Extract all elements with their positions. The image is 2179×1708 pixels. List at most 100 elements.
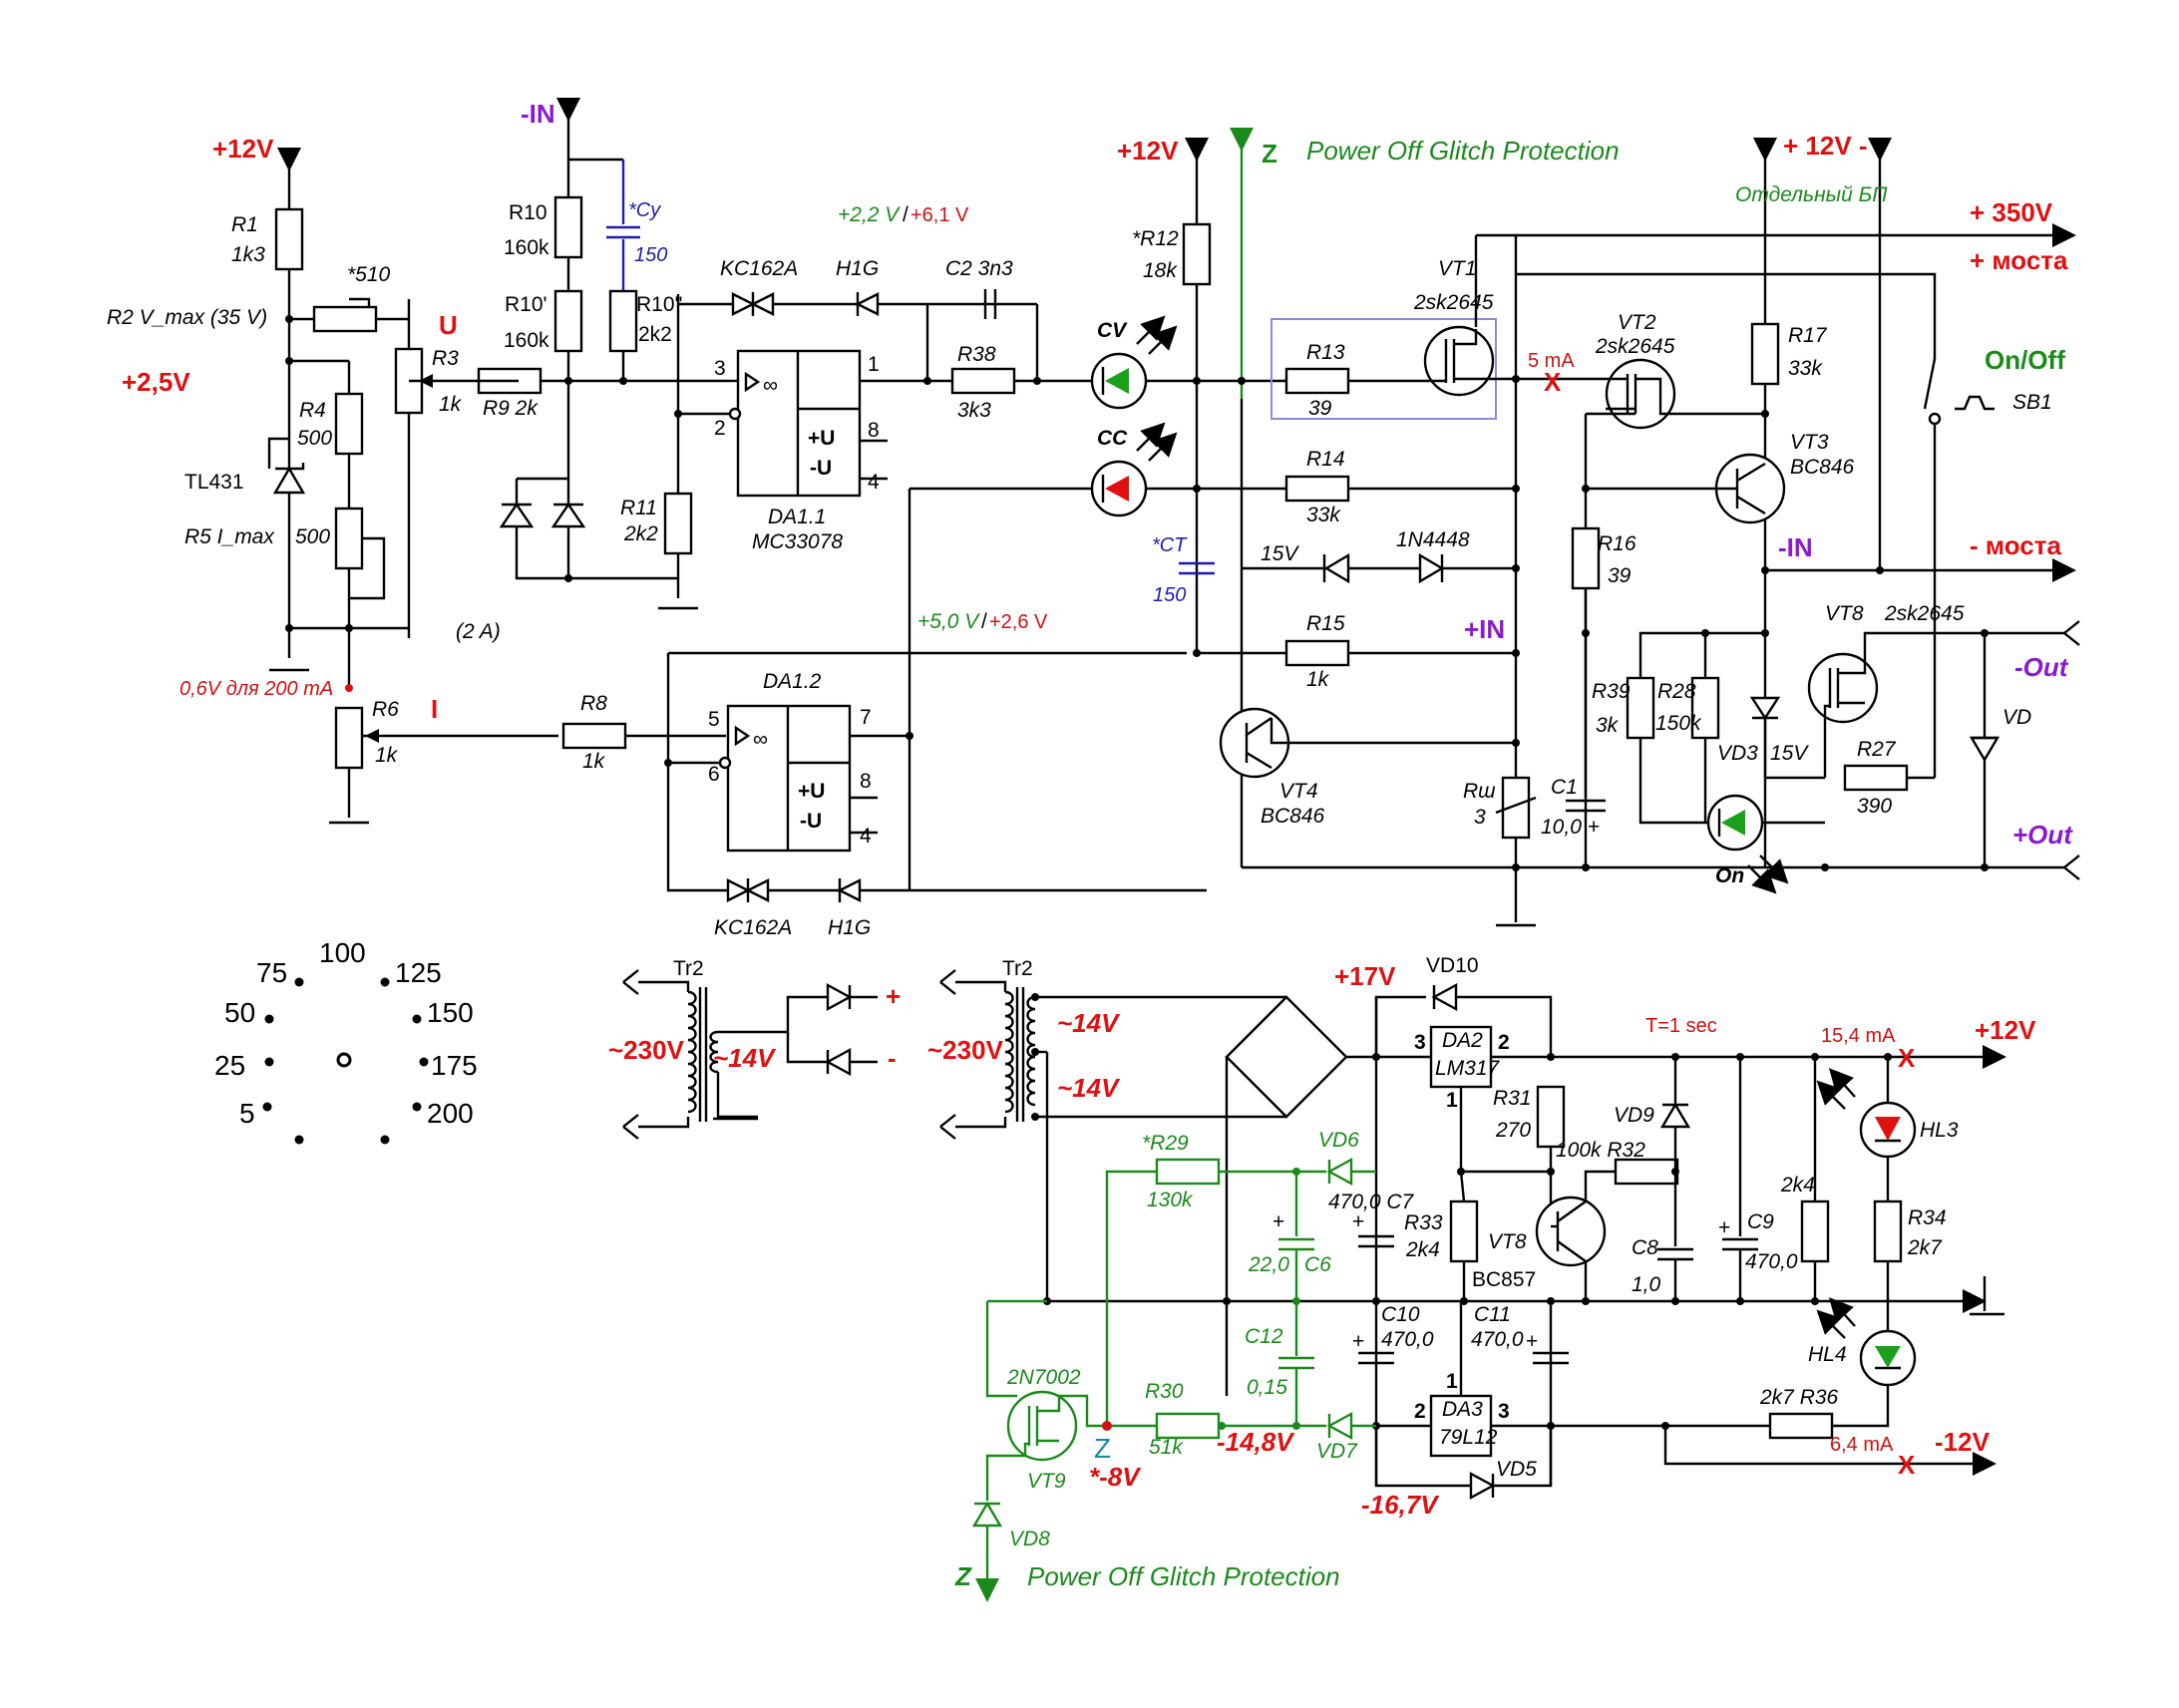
glitch-protection: *R29 130k VD6 22,0 C6 + C12 0,15 2N7002 … (954, 1129, 1376, 1602)
da2-pin1: 1 (1446, 1089, 1458, 1112)
r30-value: 51k (1149, 1436, 1184, 1459)
da11-part: MC33078 (752, 530, 843, 553)
ref-2v5-label: +2,5V (122, 367, 190, 397)
vt3-label: VT3 (1790, 431, 1829, 454)
vd-diode-icon (1969, 736, 2000, 763)
vd3-label: VD3 (1717, 742, 1758, 765)
kc162a-bottom-label: KC162A (714, 916, 792, 939)
svg-text:+: + (1272, 1210, 1284, 1233)
c12-value: 0,15 (1247, 1376, 1287, 1399)
r13-resistor (1284, 367, 1350, 395)
svg-text:/: / (981, 610, 987, 633)
da2-part: LM317 (1435, 1057, 1501, 1080)
vt1-label: VT1 (1438, 257, 1477, 280)
svg-text:∞: ∞ (753, 728, 768, 751)
vd-label: VD (2002, 706, 2031, 729)
h1g-bottom-label: H1G (828, 916, 871, 939)
r14-resistor (1284, 475, 1350, 503)
c11-value: 470,0 (1471, 1328, 1524, 1351)
c8-value: 1,0 (1632, 1273, 1661, 1296)
r30-label: R30 (1145, 1380, 1184, 1403)
cy-label: *Cy (628, 199, 661, 221)
r39-resistor (1626, 676, 1655, 740)
r6-label: R6 (372, 698, 399, 721)
glitch-title-top: Power Off Glitch Protection (1306, 136, 1620, 166)
diode-1n4448-icon (1418, 552, 1445, 584)
r32-label: 100k R32 (1556, 1139, 1645, 1162)
current-5ma-note: 5 mA (1528, 350, 1575, 372)
r16-label: R16 (1598, 532, 1636, 555)
da3-part: 79L12 (1439, 1426, 1498, 1449)
r1-resistor (274, 207, 304, 271)
tr2a-primary-label: ~230V (608, 1035, 685, 1065)
r28-value: 150k (1655, 712, 1702, 735)
vt9-part: 2N7002 (1006, 1366, 1081, 1389)
tl431-label: TL431 (184, 471, 244, 494)
aux-minus: - (888, 1043, 897, 1073)
vd8-label: VD8 (1009, 1528, 1050, 1550)
hl4-label: HL4 (1808, 1343, 1847, 1366)
vd5-diode-icon (1469, 1471, 1496, 1501)
r13-value: 39 (1308, 397, 1332, 420)
r14-label: R14 (1306, 448, 1345, 471)
r28-label: R28 (1657, 680, 1696, 703)
svg-text:X: X (1898, 1450, 1916, 1480)
hl3-label: HL3 (1920, 1119, 1959, 1142)
clamp-diode-a-icon (499, 502, 535, 528)
led-cv-label: CV (1097, 319, 1128, 342)
vd10-diode-icon (1431, 982, 1458, 1012)
cy-value: 150 (634, 244, 667, 266)
r39-value: 3k (1596, 714, 1620, 737)
vd5-label: VD5 (1496, 1458, 1537, 1481)
vt8b-part: BC857 (1472, 1268, 1536, 1291)
r13-label: R13 (1306, 341, 1345, 364)
da12-pin4: 4 (860, 825, 872, 848)
dial-label-25: 25 (214, 1050, 245, 1081)
diode-1n4448-label: 1N4448 (1396, 528, 1470, 551)
svg-text:+: + (1352, 1210, 1364, 1233)
r30-resistor (1155, 1412, 1221, 1440)
reference-section: +12V R1 1k3 *510 R2 V_max (35 V) U R3 1k… (107, 134, 558, 825)
output-section: + 12V - Отдельный БП + 350V + моста R17 … (1516, 131, 2080, 894)
da3-pin2: 2 (1414, 1400, 1426, 1423)
vd7-diode-icon (1326, 1411, 1353, 1441)
vt8-label: VT8 (1825, 602, 1864, 625)
r17-value: 33k (1788, 357, 1823, 380)
current-amp-section: ∞ R8 1k DA1.2 5 6 7 8 4 +U -U KC162A H1G… (561, 489, 1207, 939)
vt1-part: 2sk2645 (1413, 291, 1494, 314)
r17-resistor (1750, 322, 1780, 386)
vt2-part: 2sk2645 (1595, 335, 1675, 358)
aux-transformer: Tr2 ~230V ~14V + - (608, 957, 901, 1140)
r2-label: R2 V_max (35 V) (107, 306, 267, 329)
rail-p12-out: +12V (1975, 1015, 2036, 1045)
vd6-label: VD6 (1318, 1129, 1359, 1152)
r4-label: R4 (299, 399, 326, 422)
da2-pin3: 3 (1414, 1031, 1426, 1054)
da11-pin4: 4 (868, 471, 880, 494)
r38-value: 3k3 (957, 399, 991, 422)
r38-label: R38 (957, 343, 996, 366)
range-dial[interactable]: 100 75 125 50 150 25 175 5 200 (214, 937, 478, 1145)
da12-output-voltage-a: +5,0 V (917, 610, 980, 633)
r12-value: 18k (1143, 259, 1178, 282)
r33-value: 2k4 (1405, 1238, 1440, 1261)
vd9-label: VD9 (1614, 1104, 1654, 1127)
glitch-z-mid: Z (1094, 1433, 1111, 1464)
dial-label-100: 100 (319, 937, 366, 968)
vd6-diode-icon (1326, 1157, 1353, 1187)
tr2b-label: Tr2 (1002, 957, 1033, 980)
r10-label: R10 (509, 201, 547, 224)
r15-resistor (1284, 639, 1350, 667)
r17-label: R17 (1788, 324, 1828, 347)
dial-label-150: 150 (427, 997, 474, 1028)
sb1-label: SB1 (2012, 391, 2052, 414)
aux-plus: + (886, 981, 901, 1011)
da11-minus-u: -U (810, 457, 832, 480)
rail-plus-in: +IN (1464, 614, 1505, 644)
r10p-resistor (553, 289, 583, 353)
dial-label-175: 175 (431, 1050, 478, 1081)
r15-label: R15 (1306, 612, 1345, 635)
r10p-label: R10' (505, 293, 547, 316)
svg-text:+: + (1352, 1330, 1364, 1353)
